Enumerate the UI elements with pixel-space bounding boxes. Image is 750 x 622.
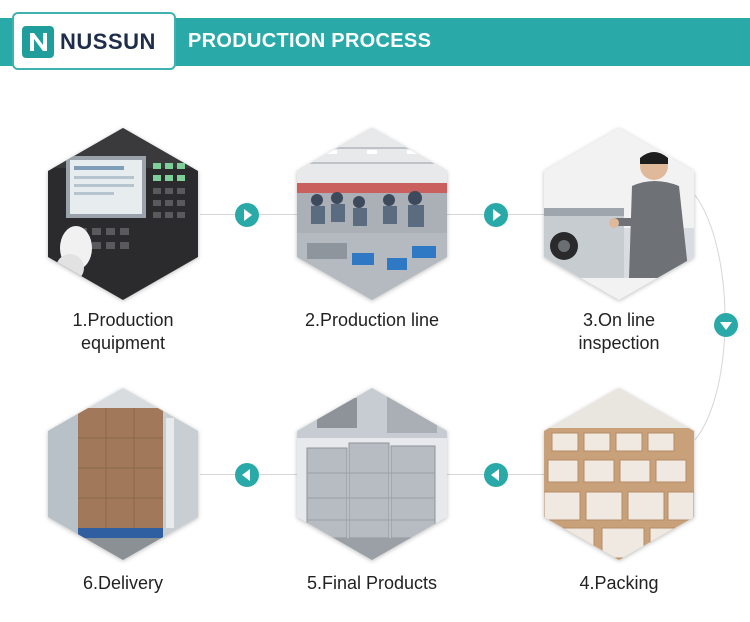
- step-6-caption: 6.Delivery: [23, 572, 223, 595]
- step-3-label-line2: inspection: [578, 333, 660, 353]
- arrow-left-icon[interactable]: [235, 463, 259, 487]
- carton-boxes-photo: [544, 388, 694, 560]
- step-2-label: 2.Production line: [304, 310, 440, 330]
- step-3-caption: 3.On line inspection: [519, 309, 719, 355]
- truck-loading-photo: [48, 388, 198, 560]
- step-5-label: 5.Final Products: [306, 573, 438, 593]
- brand-logo[interactable]: NUSSUN: [12, 12, 176, 70]
- step-1-label-line1: 1.Production: [72, 310, 174, 330]
- logo-text: NUSSUN: [60, 29, 156, 54]
- factory-floor-photo: [297, 128, 447, 300]
- step-5-image: [297, 388, 447, 560]
- arrow-right-icon[interactable]: [235, 203, 259, 227]
- step-4-caption: 4.Packing: [519, 572, 719, 595]
- step-4-image: [544, 388, 694, 560]
- step-5-caption: 5.Final Products: [272, 572, 472, 595]
- step-6-image: [48, 388, 198, 560]
- step-4-label: 4.Packing: [579, 573, 659, 593]
- arrow-down-icon[interactable]: [714, 313, 738, 337]
- step-1-label-line2: equipment: [80, 333, 166, 353]
- step-3-label-line1: 3.On line: [582, 310, 656, 330]
- inspection-worker-photo: [544, 128, 694, 300]
- arrow-left-icon[interactable]: [484, 463, 508, 487]
- step-3-image: [544, 128, 694, 300]
- stacked-products-photo: [297, 388, 447, 560]
- page-title: PRODUCTION PROCESS: [188, 30, 432, 52]
- logo-mark-icon: [22, 26, 54, 58]
- step-2-caption: 2.Production line: [272, 309, 472, 332]
- step-2-image: [297, 128, 447, 300]
- arrow-right-icon[interactable]: [484, 203, 508, 227]
- step-1-caption: 1.Production equipment: [23, 309, 223, 355]
- step-1-image: [48, 128, 198, 300]
- control-panel-photo: [48, 128, 198, 300]
- step-6-label: 6.Delivery: [82, 573, 164, 593]
